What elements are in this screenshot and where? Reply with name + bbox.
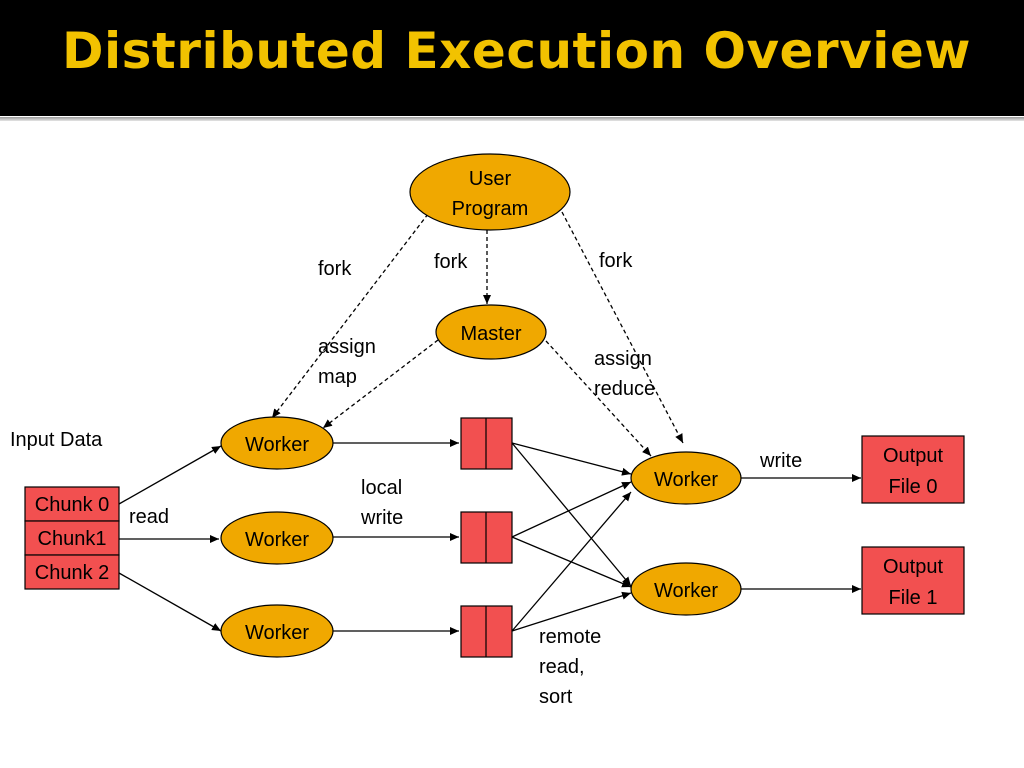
edge-remote-read-1b [511, 442, 632, 587]
label-assign-map-line-1: assign [318, 336, 376, 358]
label-remote-read-sort-line-3: sort [539, 686, 573, 708]
input-chunks: Chunk 0 Chunk1 Chunk 2 [24, 486, 120, 590]
label-fork-mid: fork [434, 251, 468, 273]
label-fork-right: fork [599, 250, 633, 272]
label-write: write [759, 450, 802, 472]
data-edges [118, 439, 861, 635]
label-assign-reduce-line-1: assign [594, 348, 652, 370]
input-data-label: Input Data [10, 429, 103, 451]
label-remote-read-sort-line-1: remote [539, 626, 601, 648]
edge-assign-map [322, 339, 439, 429]
intermediate-file-3 [460, 605, 513, 658]
reduce-worker-1-label: Worker [654, 469, 718, 491]
edge-assign-reduce [545, 340, 652, 457]
output-file-0-label-line-1: Output [883, 445, 943, 467]
edge-fork-user-to-map-worker [271, 213, 429, 419]
edge-remote-read-3a [511, 491, 632, 632]
map-worker-2: Worker [220, 511, 334, 565]
label-fork-left: fork [318, 258, 352, 280]
label-assign-map-line-2: map [318, 366, 357, 388]
reduce-worker-2-label: Worker [654, 580, 718, 602]
edge-read-to-worker-1 [118, 445, 222, 505]
map-worker-2-label: Worker [245, 529, 309, 551]
output-file-1-label-line-2: File 1 [889, 587, 938, 609]
map-worker-1-label: Worker [245, 434, 309, 456]
edge-fork-user-to-reduce-worker [561, 211, 684, 444]
chunk-2-label: Chunk 2 [35, 562, 110, 584]
user-program-node: User Program [409, 153, 571, 231]
master-label: Master [460, 323, 521, 345]
map-worker-1: Worker [220, 416, 334, 470]
output-file-1: Output File 1 [861, 546, 965, 615]
edge-remote-read-1a [511, 442, 632, 476]
output-file-1-label-line-1: Output [883, 556, 943, 578]
edge-remote-read-2a [511, 481, 632, 538]
output-file-0: Output File 0 [861, 435, 965, 504]
slide-title: Distributed Execution Overview [62, 22, 971, 80]
output-file-0-label-line-2: File 0 [889, 476, 938, 498]
edge-read-to-worker-3 [118, 572, 222, 632]
title-divider [0, 117, 1024, 121]
user-program-label-line-2: Program [452, 198, 529, 220]
label-remote-read-sort-line-2: read, [539, 656, 585, 678]
user-program-label-line-1: User [469, 168, 512, 190]
intermediate-file-2 [460, 511, 513, 564]
master-node: Master [435, 304, 547, 360]
edge-remote-read-3b [511, 591, 632, 632]
reduce-worker-1: Worker [630, 451, 742, 505]
label-local-write-line-1: local [361, 477, 402, 499]
label-assign-reduce-line-2: reduce [594, 378, 655, 400]
map-worker-3: Worker [220, 604, 334, 658]
label-local-write-line-2: write [360, 507, 403, 529]
control-edges [271, 211, 684, 457]
map-worker-3-label: Worker [245, 622, 309, 644]
chunk-1-label: Chunk1 [38, 528, 107, 550]
intermediate-file-1 [460, 417, 513, 470]
reduce-worker-2: Worker [630, 562, 742, 616]
title-bar: Distributed Execution Overview [0, 0, 1024, 116]
chunk-0-label: Chunk 0 [35, 494, 110, 516]
label-read: read [129, 506, 169, 528]
